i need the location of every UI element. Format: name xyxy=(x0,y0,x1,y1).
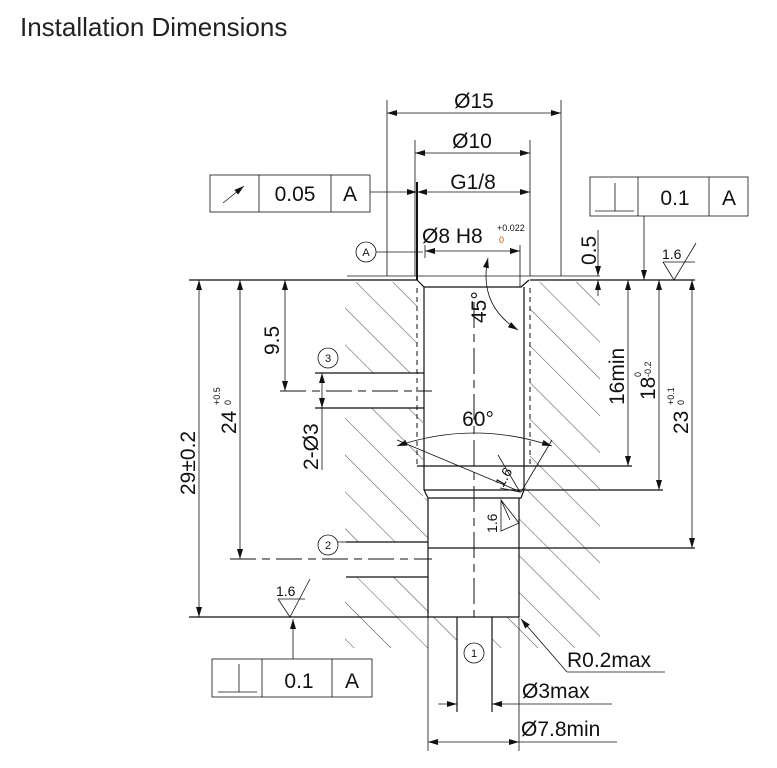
svg-text:18: 18 xyxy=(637,377,660,400)
svg-text:1.6: 1.6 xyxy=(492,464,516,489)
svg-text:0: 0 xyxy=(499,235,504,245)
svg-text:0: 0 xyxy=(223,400,233,405)
svg-text:0.05: 0.05 xyxy=(275,183,316,206)
svg-text:3: 3 xyxy=(325,353,331,365)
svg-text:A: A xyxy=(343,183,357,206)
datum-a: A xyxy=(355,241,423,263)
dim-29: 29±0.2 xyxy=(177,280,202,617)
svg-text:0.1: 0.1 xyxy=(284,670,313,693)
svg-text:2-Ø3: 2-Ø3 xyxy=(300,423,323,470)
svg-text:0: 0 xyxy=(676,400,686,405)
svg-text:Ø7.8min: Ø7.8min xyxy=(521,718,600,741)
perpendicular-icon xyxy=(218,664,257,693)
dim-radius: R0.2max xyxy=(520,618,665,673)
svg-text:+0.022: +0.022 xyxy=(497,223,525,233)
svg-text:1: 1 xyxy=(471,648,477,660)
svg-text:R0.2max: R0.2max xyxy=(567,649,652,672)
surface-roughness-bottom: 1.6 xyxy=(276,578,311,618)
svg-text:1.6: 1.6 xyxy=(484,513,500,533)
tolerance-frame-perpendicularity-top: 0.1 A xyxy=(589,176,749,280)
svg-text:2: 2 xyxy=(325,540,331,552)
svg-text:16min: 16min xyxy=(606,348,629,405)
svg-text:Ø3max: Ø3max xyxy=(522,680,590,703)
page-title: Installation Dimensions xyxy=(20,12,288,42)
perpendicular-icon xyxy=(595,183,634,212)
svg-text:+0.1: +0.1 xyxy=(666,387,676,405)
tolerance-frame-runout: 0.05 A xyxy=(209,174,371,213)
svg-text:+0.5: +0.5 xyxy=(212,387,222,405)
svg-text:-0.2: -0.2 xyxy=(643,361,653,377)
dim-port-holes: 2-Ø3 xyxy=(300,373,325,470)
svg-text:1.6: 1.6 xyxy=(276,583,296,599)
svg-text:0.5: 0.5 xyxy=(578,236,601,265)
dim-d15: Ø15 xyxy=(386,90,562,276)
dim-thread: G1/8 xyxy=(370,171,530,195)
svg-text:45°: 45° xyxy=(468,291,491,323)
surface-roughness-cone: 1.6 xyxy=(492,454,521,493)
svg-text:Ø8 H8: Ø8 H8 xyxy=(422,225,483,248)
dim-d10: Ø10 xyxy=(414,130,531,276)
svg-text:A: A xyxy=(345,670,359,693)
dim-chamfer: 0.5 xyxy=(578,230,601,296)
svg-text:Ø15: Ø15 xyxy=(454,90,494,113)
dim-d3max: Ø3max xyxy=(438,680,612,707)
dim-bore: Ø8 H8 +0.022 0 xyxy=(422,223,525,287)
dim-9-5: 9.5 xyxy=(261,280,300,392)
dim-d7-8: Ø7.8min xyxy=(427,617,617,751)
svg-text:1.6: 1.6 xyxy=(662,246,682,262)
svg-text:23: 23 xyxy=(670,411,693,434)
svg-text:Ø10: Ø10 xyxy=(452,130,492,153)
svg-text:0: 0 xyxy=(633,372,643,377)
dim-angle-45: 45° xyxy=(468,257,519,331)
runout-arrow-icon xyxy=(222,185,245,204)
svg-text:60°: 60° xyxy=(462,408,494,431)
section-hatching xyxy=(345,282,600,648)
dim-16: 16min xyxy=(606,280,631,466)
svg-text:9.5: 9.5 xyxy=(261,326,284,355)
svg-text:A: A xyxy=(722,187,736,210)
surface-roughness-bore: 1.6 xyxy=(484,498,520,533)
dim-24: 24 +0.5 0 xyxy=(212,280,250,560)
dim-23: 23 +0.1 0 xyxy=(666,280,695,548)
dim-angle-60: 60° xyxy=(396,408,553,447)
surface-roughness-top: 1.6 xyxy=(662,242,697,281)
part-outline xyxy=(189,182,695,712)
port-label-1: 1 xyxy=(463,642,485,664)
svg-text:0.1: 0.1 xyxy=(660,187,689,210)
port-label-3: 3 xyxy=(317,347,339,369)
svg-text:29±0.2: 29±0.2 xyxy=(177,431,200,495)
tolerance-frame-perpendicularity-bottom: 0.1 A xyxy=(211,619,373,698)
port-label-2: 2 xyxy=(317,534,346,556)
svg-text:G1/8: G1/8 xyxy=(450,171,496,194)
svg-text:24: 24 xyxy=(218,410,241,434)
dim-18: 18 0 -0.2 xyxy=(633,280,662,490)
svg-text:A: A xyxy=(362,247,370,259)
